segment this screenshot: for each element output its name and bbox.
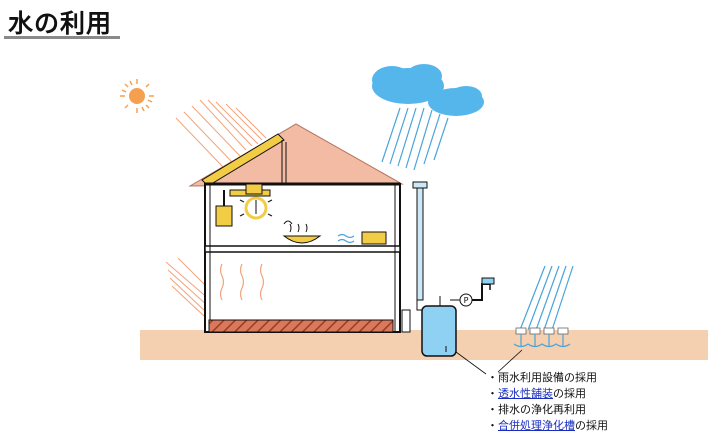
septic-tank-link[interactable]: 合併処理浄化槽 — [498, 419, 575, 432]
cloud-icon — [372, 64, 484, 116]
cooking-pot-icon — [282, 220, 322, 244]
rain-lines — [381, 107, 449, 171]
rainwater-tank — [421, 296, 460, 357]
list-item: ・排水の浄化再利用 — [487, 403, 586, 416]
rain-lines-right — [519, 265, 574, 331]
permeable-paving — [513, 327, 571, 348]
sun-rays-lower — [165, 257, 211, 317]
pump-label: P — [464, 296, 469, 305]
heat-waves — [219, 263, 265, 301]
title-underline — [4, 36, 120, 39]
measures-list: ・雨水利用設備の採用 ・透水性舗装の採用 ・排水の浄化再利用 ・合併処理浄化槽の… — [487, 370, 608, 434]
bath-unit — [337, 231, 387, 245]
faucet-icon — [481, 277, 495, 290]
page-title: 水の利用 — [8, 9, 113, 38]
legend-callout — [455, 349, 523, 375]
permeable-paving-link[interactable]: 透水性舗装 — [498, 387, 553, 400]
list-item: ・雨水利用設備の採用 — [487, 371, 597, 384]
rain-gutter — [412, 181, 428, 311]
pump-icon: P — [459, 283, 490, 307]
floor-heating — [208, 319, 394, 333]
house-walls — [204, 140, 401, 333]
sun-rays — [175, 99, 267, 169]
outdoor-unit — [401, 309, 411, 333]
list-item: ・透水性舗装の採用 — [487, 387, 586, 400]
ceiling-light-icon — [239, 183, 273, 220]
sun-icon — [120, 79, 154, 113]
list-item: ・合併処理浄化槽の採用 — [487, 419, 608, 432]
